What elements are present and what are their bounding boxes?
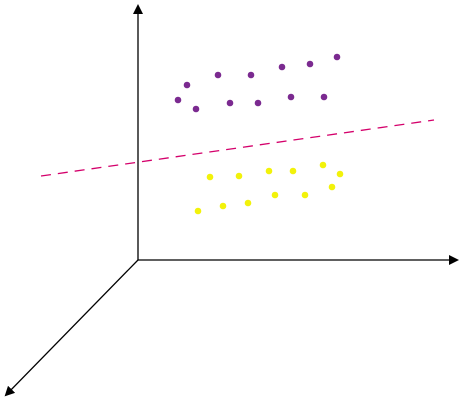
lower-cluster-point xyxy=(319,161,327,169)
separator-line xyxy=(40,119,435,177)
upper-cluster-point xyxy=(320,93,328,101)
upper-cluster-point xyxy=(254,99,262,107)
upper-cluster-point xyxy=(306,60,314,68)
upper-cluster-points xyxy=(174,53,341,113)
lower-cluster-point xyxy=(194,207,202,215)
lower-cluster-point xyxy=(289,167,297,175)
lower-cluster-point xyxy=(328,183,336,191)
lower-cluster-point xyxy=(235,172,243,180)
depth-axis xyxy=(4,259,139,397)
upper-cluster-point xyxy=(214,71,222,79)
upper-cluster-point xyxy=(333,53,341,61)
lower-cluster-points xyxy=(194,161,344,215)
lower-cluster-point xyxy=(265,167,273,175)
upper-cluster-point xyxy=(226,99,234,107)
lower-cluster-point xyxy=(219,202,227,210)
upper-cluster-point xyxy=(247,71,255,79)
upper-cluster-point xyxy=(278,63,286,71)
upper-cluster-point xyxy=(174,96,182,104)
upper-cluster-point xyxy=(287,93,295,101)
lower-cluster-point xyxy=(271,191,279,199)
lower-cluster-point xyxy=(206,173,214,181)
axes xyxy=(4,4,459,397)
lower-cluster-point xyxy=(336,170,344,178)
upper-cluster-point xyxy=(183,81,191,89)
lower-cluster-point xyxy=(244,199,252,207)
lower-cluster-point xyxy=(301,191,309,199)
upper-cluster-point xyxy=(192,105,200,113)
